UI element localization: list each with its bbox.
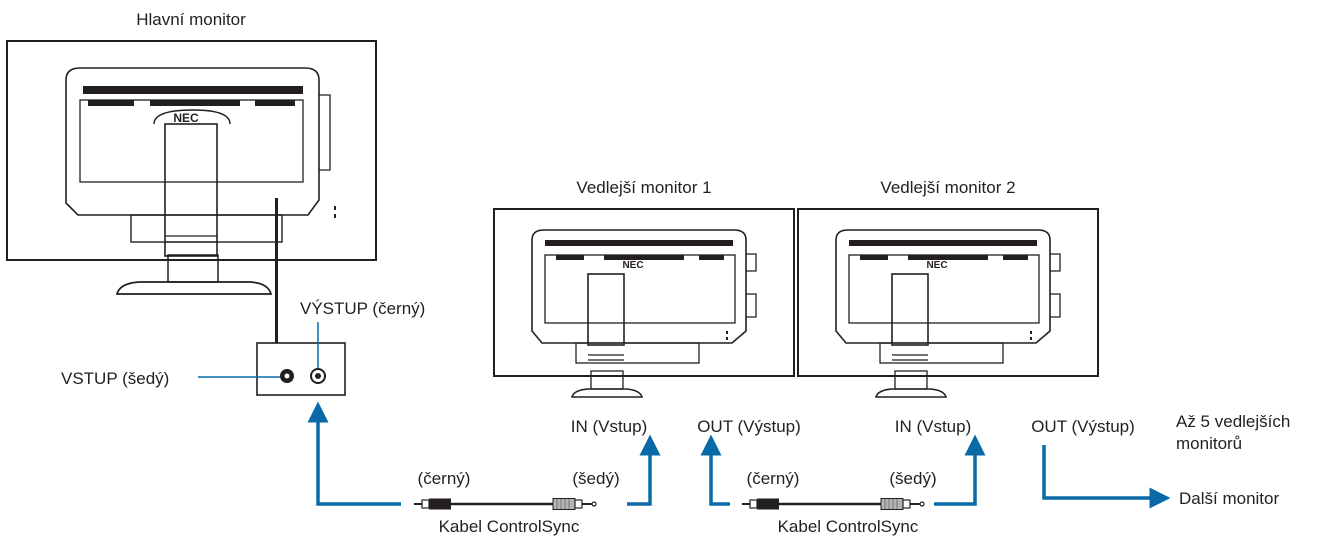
route-cable-2-to-sub-2-in bbox=[934, 434, 986, 506]
sub-monitor-2-title: Vedlejší monitor 2 bbox=[880, 178, 1015, 197]
brand-logo-sub-2: NEC bbox=[926, 260, 947, 271]
output-black-label: VÝSTUP (černý) bbox=[300, 299, 425, 318]
sub-monitor-1-illustration bbox=[493, 208, 795, 398]
route-main-to-cable-1 bbox=[307, 401, 401, 506]
main-monitor-title: Hlavní monitor bbox=[136, 10, 246, 29]
cable-2-gray-end-label: (šedý) bbox=[889, 469, 936, 488]
main-monitor-illustration bbox=[6, 40, 377, 343]
up-to-5-label-line2: monitorů bbox=[1176, 434, 1242, 453]
input-gray-label: VSTUP (šedý) bbox=[61, 369, 169, 388]
connector-panel bbox=[256, 342, 346, 396]
route-sub-1-out-to-cable-2 bbox=[700, 434, 730, 506]
sub-monitor-2-illustration bbox=[797, 208, 1099, 398]
route-cable-1-to-sub-1-in bbox=[627, 434, 661, 506]
cable-1-black-end-label: (černý) bbox=[418, 469, 471, 488]
up-to-5-label-line1: Až 5 vedlejších bbox=[1176, 412, 1290, 431]
brand-logo-main: NEC bbox=[173, 111, 199, 125]
route-sub-2-out-to-next-monitor bbox=[1042, 445, 1171, 509]
sub-1-out-label: OUT (Výstup) bbox=[697, 417, 801, 436]
controlsync-cable-2 bbox=[740, 497, 926, 511]
cable-1-gray-end-label: (šedý) bbox=[572, 469, 619, 488]
sub-1-in-label: IN (Vstup) bbox=[571, 417, 648, 436]
cable-1-name: Kabel ControlSync bbox=[439, 517, 580, 536]
cable-2-name: Kabel ControlSync bbox=[778, 517, 919, 536]
controlsync-cable-1 bbox=[412, 497, 598, 511]
sub-monitor-1-title: Vedlejší monitor 1 bbox=[576, 178, 711, 197]
cable-2-black-end-label: (černý) bbox=[747, 469, 800, 488]
sub-2-in-label: IN (Vstup) bbox=[895, 417, 972, 436]
brand-logo-sub-1: NEC bbox=[622, 260, 643, 271]
sub-2-out-label: OUT (Výstup) bbox=[1031, 417, 1135, 436]
next-monitor-label: Další monitor bbox=[1179, 489, 1279, 508]
